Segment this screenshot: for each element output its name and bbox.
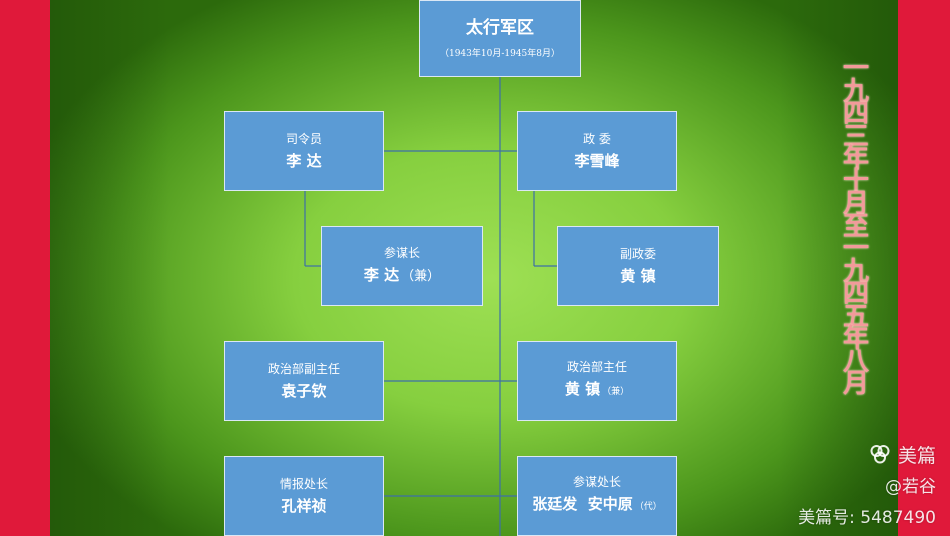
node-name: 孔祥祯 — [281, 495, 326, 517]
side-title-char: 四 — [842, 279, 869, 309]
side-title-char: 十 — [842, 166, 869, 197]
node-name: 李雪峰 — [574, 150, 619, 172]
node-commander: 司令员 李 达 — [224, 111, 384, 191]
node-note: （兼） — [401, 268, 441, 284]
node-name-text: 孔祥祯 — [281, 496, 327, 515]
org-chart-canvas: 太行军区 （1943年10月-1945年8月） 司令员 李 达 政 委 李雪峰 … — [50, 0, 898, 536]
node-name-text: 李 达 — [286, 151, 322, 170]
node-staff-section-chief: 参谋处长 张廷发 安中原（代） — [517, 456, 677, 536]
watermark-user: @若谷 — [885, 477, 936, 497]
watermark-brand-row: 美篇 — [798, 440, 936, 468]
node-role: 参谋处长 — [572, 475, 621, 489]
side-title-char: 年 — [842, 324, 869, 354]
side-title-char: 年 — [842, 144, 869, 174]
side-title-char: 九 — [842, 256, 869, 287]
node-commissar: 政 委 李雪峰 — [517, 111, 677, 191]
node-role: 政治部副主任 — [267, 361, 340, 376]
node-intelligence-chief: 情报处长 孔祥祯 — [224, 456, 384, 536]
side-title-char: 四 — [842, 99, 869, 129]
node-name-text: 黄 镇 — [564, 380, 601, 398]
node-role: 情报处长 — [279, 476, 328, 491]
side-title-vertical: 一九四三年十月至一九四五年八月 — [838, 54, 874, 399]
node-name-text: 李 达 — [363, 265, 400, 284]
watermark-brand: 美篇 — [897, 444, 936, 467]
side-title-char: 五 — [842, 301, 869, 332]
side-title-char: 一 — [842, 54, 869, 84]
node-name-text: 张廷发 安中原 — [532, 495, 633, 513]
node-role: 司令员 — [285, 131, 322, 146]
node-name: 黄 镇（兼） — [565, 378, 629, 403]
node-name-text: 李雪峰 — [574, 151, 620, 170]
side-title-char: 一 — [842, 234, 869, 264]
node-role: 政治部主任 — [566, 360, 627, 374]
node-role: 副政委 — [619, 246, 656, 261]
node-name: 李 达 — [286, 150, 321, 172]
node-name: 张廷发 安中原（代） — [532, 493, 661, 518]
node-note: （兼） — [602, 387, 630, 397]
node-name: 袁子钦 — [281, 380, 326, 402]
meipian-logo-icon — [870, 445, 890, 464]
watermark-id: 美篇号: 5487490 — [798, 508, 936, 528]
node-name-text: 黄 镇 — [620, 266, 656, 285]
side-title-char: 九 — [842, 76, 869, 107]
connector-lines — [304, 76, 557, 536]
node-role: 政 委 — [583, 131, 611, 146]
side-title-char: 月 — [842, 189, 869, 219]
node-role: 参谋长 — [383, 245, 420, 260]
node-political-director: 政治部主任 黄 镇（兼） — [517, 341, 677, 421]
root-title: 太行军区 — [466, 17, 534, 38]
side-title-char: 三 — [842, 121, 869, 152]
side-title-char: 至 — [842, 211, 869, 242]
side-title-char: 月 — [842, 369, 869, 399]
node-chief-of-staff: 参谋长 李 达（兼） — [321, 226, 483, 306]
watermark: 美篇 @若谷 美篇号: 5487490 — [798, 440, 936, 529]
side-title-char: 八 — [842, 346, 869, 377]
node-name: 李 达（兼） — [364, 264, 440, 288]
node-note: （代） — [634, 502, 662, 512]
root-node-taihang-military-region: 太行军区 （1943年10月-1945年8月） — [419, 0, 581, 77]
node-name-text: 袁子钦 — [281, 381, 327, 400]
node-deputy-commissar: 副政委 黄 镇 — [557, 226, 719, 306]
node-name: 黄 镇 — [620, 265, 655, 287]
root-subtitle: （1943年10月-1945年8月） — [439, 48, 561, 59]
node-political-deputy-director: 政治部副主任 袁子钦 — [224, 341, 384, 421]
